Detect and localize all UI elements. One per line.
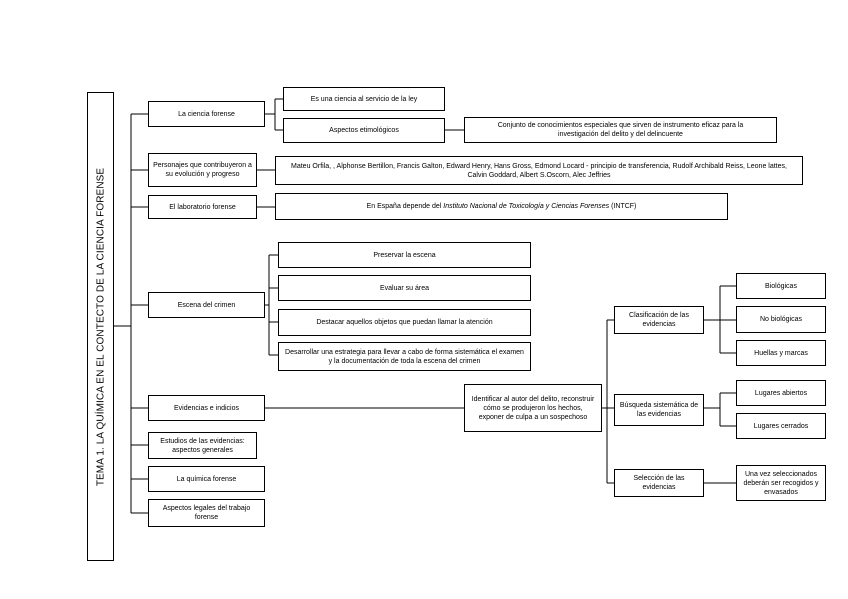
node-estudios-evidencias: Estudios de las evidencias: aspectos gen… xyxy=(148,432,257,459)
node-aspectos-legales: Aspectos legales del trabajo forense xyxy=(148,499,265,527)
node-huellas-marcas: Huellas y marcas xyxy=(736,340,826,366)
laboratorio-text-post: (INTCF) xyxy=(609,203,637,210)
node-conjunto-conocimientos: Conjunto de conocimientos especiales que… xyxy=(464,117,777,143)
laboratorio-text-institute: Instituto Nacional de Toxicología y Cien… xyxy=(443,203,610,210)
node-ciencia-forense: La ciencia forense xyxy=(148,101,265,127)
node-lugares-cerrados: Lugares cerrados xyxy=(736,413,826,439)
node-seleccion-evidencias: Selección de las evidencias xyxy=(614,469,704,497)
node-escena-crimen: Escena del crimen xyxy=(148,292,265,318)
node-evaluar-area: Evaluar su área xyxy=(278,275,531,301)
node-laboratorio: El laboratorio forense xyxy=(148,195,257,219)
main-title-box: TEMA 1. LA QUÍMICA EN EL CONTECTO DE LA … xyxy=(87,92,114,561)
node-destacar-objetos: Destacar aquellos objetos que puedan lla… xyxy=(278,309,531,336)
node-ciencia-servicio: Es una ciencia al servicio de la ley xyxy=(283,87,445,111)
node-preservar-escena: Preservar la escena xyxy=(278,242,531,268)
node-desarrollar-estrategia: Desarrollar una estrategia para llevar a… xyxy=(278,342,531,371)
node-clasificacion-evidencias: Clasificación de las evidencias xyxy=(614,306,704,334)
node-laboratorio-detalle: En España depende del Instituto Nacional… xyxy=(275,193,728,220)
node-lugares-abiertos: Lugares abiertos xyxy=(736,380,826,406)
main-title: TEMA 1. LA QUÍMICA EN EL CONTECTO DE LA … xyxy=(95,167,106,486)
node-personajes: Personajes que contribuyeron a su evoluc… xyxy=(148,153,257,187)
node-quimica-forense: La química forense xyxy=(148,466,265,492)
node-busqueda-sistematica: Búsqueda sistemática de las evidencias xyxy=(614,394,704,426)
node-aspectos-etimologicos: Aspectos etimológicos xyxy=(283,118,445,143)
node-no-biologicas: No biológicas xyxy=(736,306,826,333)
laboratorio-text-pre: En España depende del xyxy=(366,203,444,210)
node-biologicas: Biológicas xyxy=(736,273,826,299)
node-identificar-autor: Identificar al autor del delito, reconst… xyxy=(464,384,602,432)
node-evidencias-indicios: Evidencias e indicios xyxy=(148,395,265,421)
node-personajes-lista: Mateu Orfila, , Alphonse Bertillon, Fran… xyxy=(275,156,803,185)
node-seleccionados-recogidos: Una vez seleccionados deberán ser recogi… xyxy=(736,465,826,501)
